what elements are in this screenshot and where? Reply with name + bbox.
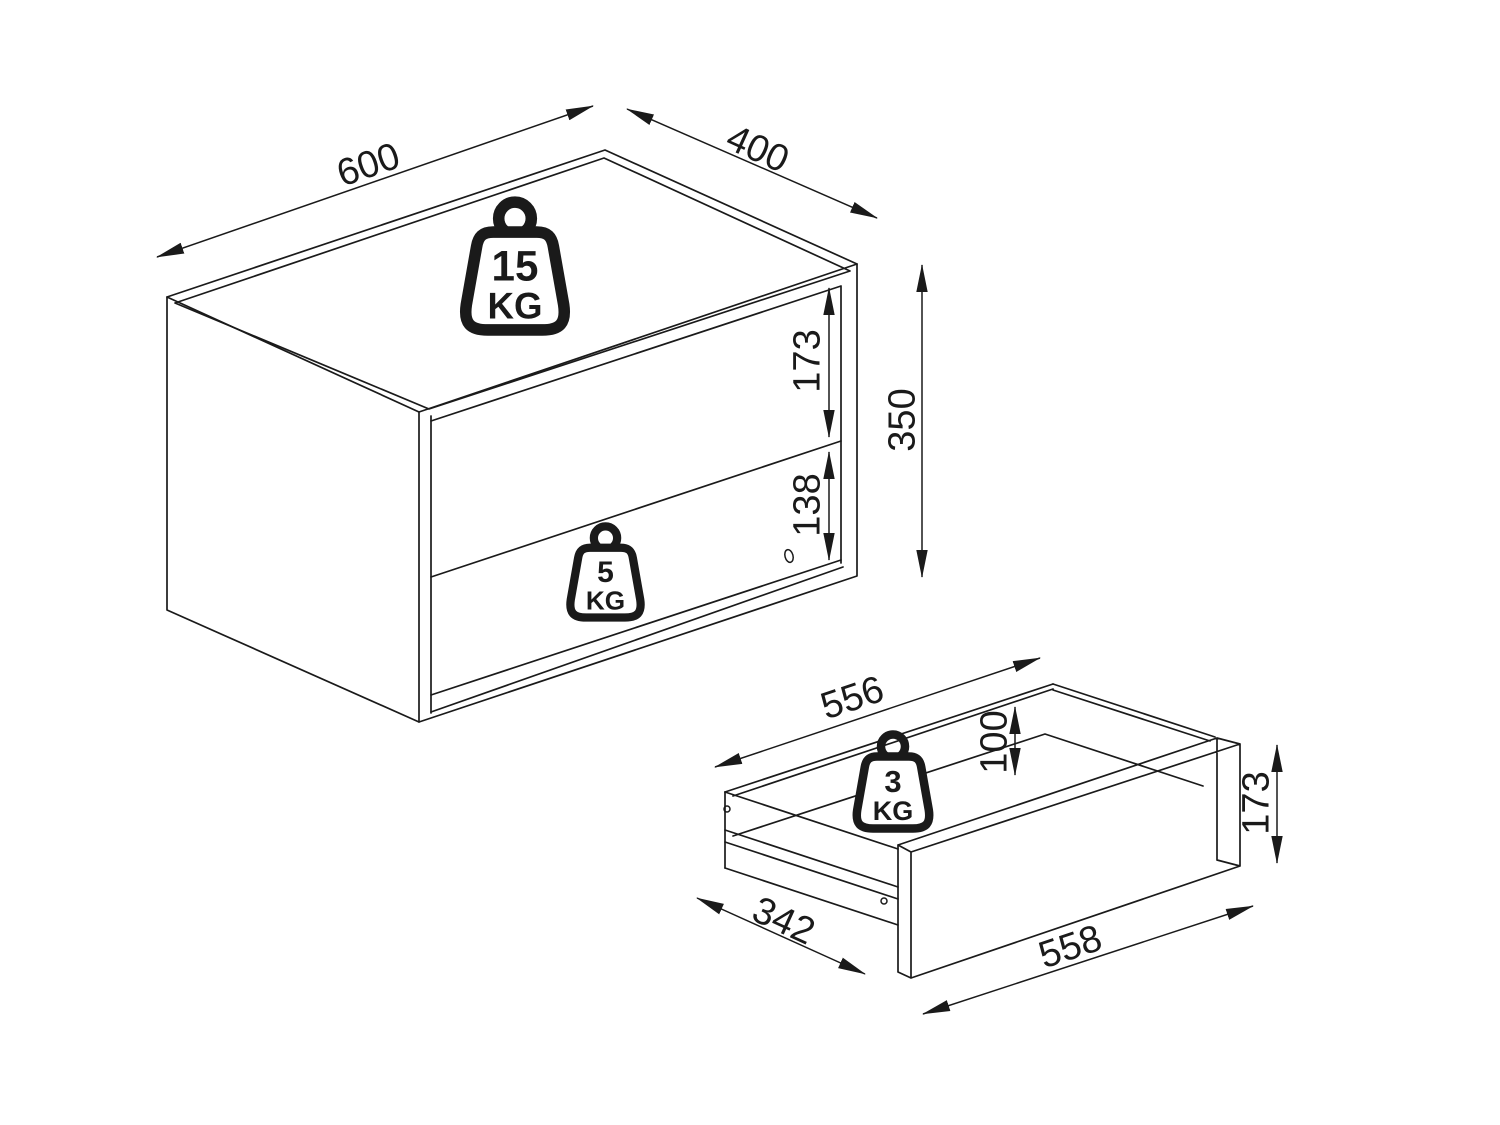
weight-value-label: 15: [492, 242, 539, 289]
dim-drawer-front-width-label: 558: [1034, 917, 1107, 977]
dim-drawer-depth-label: 342: [746, 889, 821, 954]
cabinet-front-left-edge: [418, 411, 432, 723]
dim-cabinet-opening-height: 173: [786, 287, 835, 438]
dim-cabinet-depth: 400: [626, 108, 878, 219]
weight-body-icon: [459, 226, 571, 336]
dim-cabinet-niche-height: 138: [786, 451, 835, 561]
dim-drawer-depth-arrow: [696, 897, 866, 975]
dim-cabinet-niche-height-label: 138: [786, 473, 828, 536]
dim-drawer-inner-height-label: 100: [973, 710, 1015, 773]
weight-body-icon: [852, 752, 934, 833]
dim-drawer-front-height: 173: [1235, 744, 1283, 864]
weight-unit-label: KG: [873, 796, 914, 826]
cabinet-bottom-panel-edges: [430, 559, 844, 713]
drawer-right-side-top: [1052, 683, 1216, 742]
dim-drawer-front-width: 558: [922, 905, 1254, 1015]
dim-drawer-front-width-arrow: [922, 905, 1254, 1015]
dim-cabinet-height: 350: [881, 264, 928, 578]
weight-icon-cabinet-shelf: 5 KG: [566, 522, 645, 622]
cabinet-opening-inner-edges: [430, 285, 842, 564]
cabinet-outline: [166, 149, 858, 723]
dim-cabinet-width-label: 600: [332, 135, 406, 195]
dim-cabinet-height-label: 350: [881, 388, 923, 451]
dim-drawer-depth: 342: [696, 889, 866, 975]
drawer-runner-rail: [724, 841, 899, 926]
dim-drawer-inner-height: 100: [973, 706, 1021, 776]
dim-drawer-inner-length-label: 556: [816, 668, 889, 728]
dim-drawer-front-height-label: 173: [1235, 771, 1277, 834]
weight-value-label: 5: [597, 556, 614, 589]
dim-cabinet-depth-arrow: [626, 108, 878, 219]
weight-unit-label: KG: [487, 285, 542, 326]
weight-unit-label: KG: [586, 585, 625, 615]
dim-cabinet-width-arrow: [156, 105, 594, 258]
drawer-left-side-panel: [724, 791, 899, 888]
weight-value-label: 3: [884, 764, 901, 799]
drawer-interior-floor-edges: [732, 733, 1204, 837]
weight-icon-drawer: 3 KG: [852, 730, 934, 833]
dim-drawer-inner-length-arrow: [714, 657, 1041, 768]
weight-icon-cabinet-top: 15 KG: [459, 196, 571, 336]
weight-body-icon: [566, 543, 645, 622]
cabinet-shelf-edge: [430, 440, 842, 578]
dim-cabinet-depth-label: 400: [720, 117, 795, 182]
dim-cabinet-opening-height-label: 173: [786, 329, 828, 392]
screw-dot: [880, 897, 888, 905]
screw-dot: [723, 805, 731, 813]
shelf-hole: [784, 548, 794, 564]
